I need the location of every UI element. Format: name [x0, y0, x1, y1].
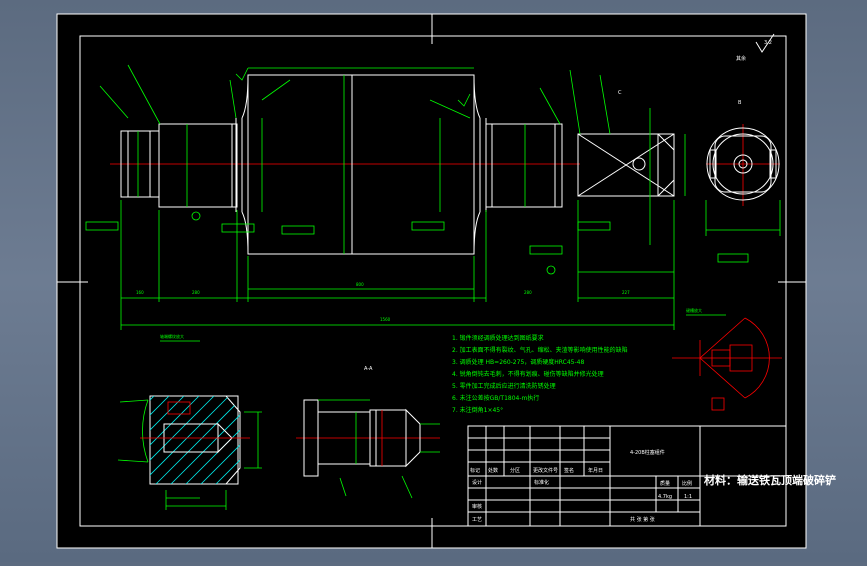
dim-left-shoulder: 160: [136, 290, 144, 295]
scale-label: 比例: [682, 480, 692, 487]
dimension-lines: [85, 64, 749, 330]
technical-notes: 1. 锻件须经调质处理达到图纸要求 2. 加工表面不得有裂纹、气孔、缩松、夹渣等…: [452, 334, 628, 414]
svg-text:3.2: 3.2: [764, 40, 772, 46]
sheet-info: 共 张 第 张: [630, 516, 655, 523]
title-top-label: 4-20B柱塞组件: [630, 449, 665, 456]
mass-label: 质量: [660, 480, 670, 487]
view-label-b: B: [738, 100, 742, 106]
note-3: 3. 调质处理 HB=260-275，调质硬度HRC45-48: [452, 358, 584, 366]
keyway-detail: 键槽放大: [672, 307, 782, 411]
title-block: 4-20B柱塞组件 材料：输送铁瓦顶端破碎铲 标记 处数 分区 更改文件号 签名…: [467, 425, 836, 527]
scale-value: 1:1: [684, 494, 692, 500]
row-label-2: 处数: [488, 467, 498, 474]
part-name: 材料：输送铁瓦顶端破碎铲: [704, 473, 836, 487]
inner-frame: [79, 35, 787, 527]
row-label-5: 签名: [564, 467, 574, 474]
view-label-a: A-A: [364, 366, 373, 372]
end-view: [705, 124, 781, 236]
row-label-6: 年月日: [588, 467, 603, 474]
dim-main-body: 800: [356, 282, 364, 287]
section-a-view: A-A: [296, 366, 440, 499]
centering-marks: [57, 14, 806, 548]
std-label: 标准化: [534, 479, 549, 486]
row-label-1: 标记: [470, 467, 480, 474]
note-7: 7. 未注倒角1×45°: [452, 406, 503, 414]
main-shaft-view: [110, 74, 675, 255]
roughness-symbol: 3.2 其余: [736, 33, 775, 62]
dim-overall-length: 1560: [380, 317, 391, 322]
left-label-review: 审核: [472, 503, 482, 510]
left-label-design: 设计: [472, 479, 482, 486]
dimension-texts: 1560 800 160 280 280 227 C B: [136, 90, 742, 322]
dim-right-end: 227: [622, 290, 630, 295]
note-1: 1. 锻件须经调质处理达到图纸要求: [452, 334, 544, 342]
left-label-process: 工艺: [472, 517, 482, 523]
dim-left-journal: 280: [192, 290, 200, 295]
note-2: 2. 加工表面不得有裂纹、气孔、缩松、夹渣等影响使用性能的缺陷: [452, 346, 628, 354]
detail-left-label: 轴端螺纹放大: [160, 333, 184, 339]
note-4: 4. 锐角倒钝去毛刺，不得有划痕、碰伤等缺陷并修光处理: [452, 370, 604, 378]
weight-value: 4.7kg: [658, 494, 672, 500]
thread-detail: 轴端螺纹放大: [117, 333, 262, 510]
row-label-4: 更改文件号: [533, 467, 558, 474]
row-label-3: 分区: [510, 467, 520, 474]
roughness-label: 其余: [736, 55, 746, 62]
dim-right-journal: 280: [524, 290, 532, 295]
view-label-c: C: [618, 90, 622, 96]
note-6: 6. 未注公差按GB/T1804-m执行: [452, 394, 539, 402]
note-5: 5. 零件加工完成后应进行清洗防锈处理: [452, 382, 556, 390]
detail-right-label: 键槽放大: [686, 307, 702, 313]
drawing-sheet: [57, 14, 806, 548]
